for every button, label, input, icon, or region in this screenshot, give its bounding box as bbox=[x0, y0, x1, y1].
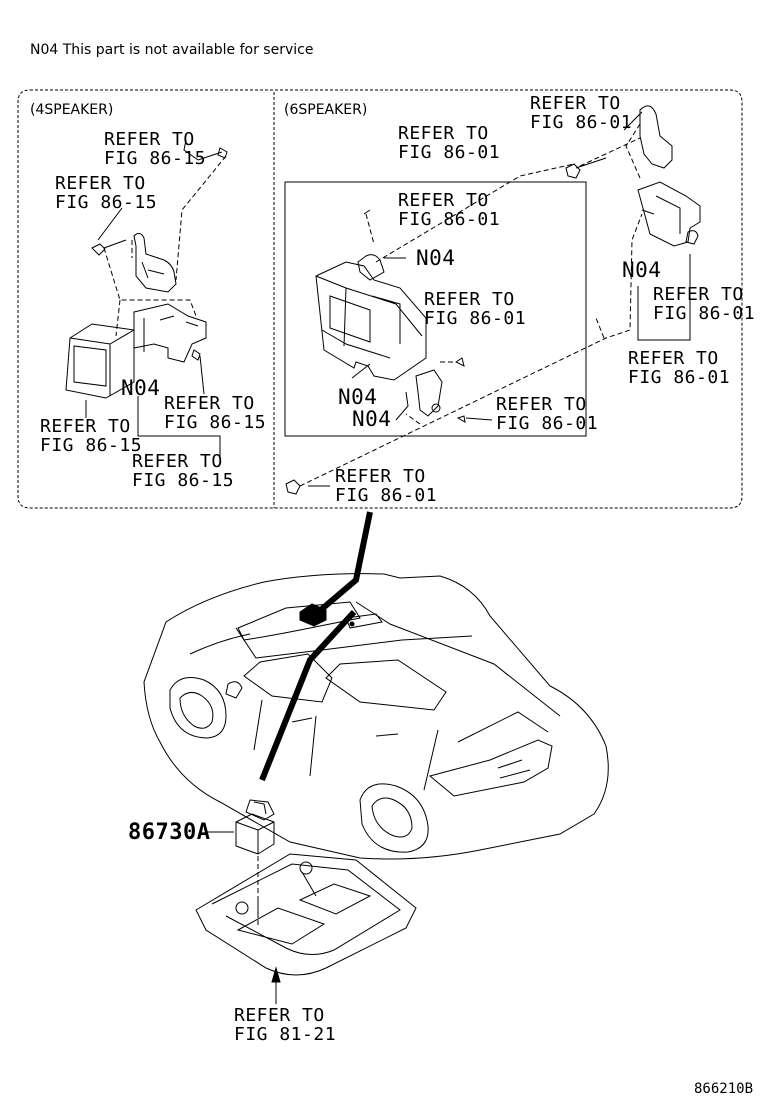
ref-label-6s-b: REFER TO bbox=[398, 123, 489, 144]
detail-frame bbox=[18, 90, 742, 508]
ref-label-bottom: REFER TO bbox=[234, 1005, 325, 1026]
code-n04-4s: N04 bbox=[121, 376, 161, 400]
vehicle-outline bbox=[144, 574, 608, 859]
ref-fig-bottom: FIG 81-21 bbox=[234, 1024, 337, 1045]
ref-label-6s-c: REFER TO bbox=[398, 190, 489, 211]
ref-label-4s-b: REFER TO bbox=[55, 173, 146, 194]
section-label-4speaker: (4SPEAKER) bbox=[30, 102, 114, 118]
ref-label-4s-e: REFER TO bbox=[132, 451, 223, 472]
roof-console bbox=[196, 854, 416, 1004]
ref-fig-6s-g: FIG 86-01 bbox=[496, 413, 599, 434]
ref-fig-4s-c: FIG 86-15 bbox=[164, 412, 267, 433]
ref-label-4s-a: REFER TO bbox=[104, 129, 195, 150]
ref-label-6s-h: REFER TO bbox=[335, 466, 426, 487]
ref-label-6s-f: REFER TO bbox=[628, 348, 719, 369]
ref-fig-4s-e: FIG 86-15 bbox=[132, 470, 235, 491]
code-n04-6s-mid: N04 bbox=[338, 385, 378, 409]
ref-fig-4s-a: FIG 86-15 bbox=[104, 148, 207, 169]
ref-fig-4s-b: FIG 86-15 bbox=[55, 192, 158, 213]
ref-label-4s-d: REFER TO bbox=[40, 416, 131, 437]
ref-label-6s-g: REFER TO bbox=[496, 394, 587, 415]
ref-fig-4s-d: FIG 86-15 bbox=[40, 435, 143, 456]
ref-label-6s-d: REFER TO bbox=[653, 284, 744, 305]
code-n04-6s-low: N04 bbox=[352, 407, 392, 431]
ref-fig-6s-h: FIG 86-01 bbox=[335, 485, 438, 506]
roof-receiver bbox=[300, 604, 326, 626]
four-speaker-assembly bbox=[66, 140, 227, 456]
section-label-6speaker: (6SPEAKER) bbox=[284, 102, 368, 118]
six-speaker-assembly bbox=[285, 106, 700, 494]
ref-label-6s-a: REFER TO bbox=[530, 93, 621, 114]
ref-fig-6s-b: FIG 86-01 bbox=[398, 142, 501, 163]
module-6s bbox=[316, 262, 426, 380]
ref-fig-6s-e: FIG 86-01 bbox=[424, 308, 527, 329]
pointer-to-detail bbox=[316, 512, 370, 614]
receiver-86730a bbox=[206, 800, 274, 854]
code-n04-6s-top: N04 bbox=[416, 246, 456, 270]
part-number-label[interactable]: 86730A bbox=[128, 820, 211, 845]
ref-label-6s-e: REFER TO bbox=[424, 289, 515, 310]
ref-fig-6s-f: FIG 86-01 bbox=[628, 367, 731, 388]
ref-fig-6s-a: FIG 86-01 bbox=[530, 112, 633, 133]
illustration-number: 866210B bbox=[694, 1081, 754, 1097]
module-4s bbox=[66, 324, 134, 398]
ref-fig-6s-c: FIG 86-01 bbox=[398, 209, 501, 230]
service-note: N04 This part is not available for servi… bbox=[30, 42, 314, 58]
ref-fig-6s-d: FIG 86-01 bbox=[653, 303, 756, 324]
inner-box bbox=[285, 182, 586, 436]
code-n04-6s-right: N04 bbox=[622, 258, 662, 282]
ref-label-4s-c: REFER TO bbox=[164, 393, 255, 414]
